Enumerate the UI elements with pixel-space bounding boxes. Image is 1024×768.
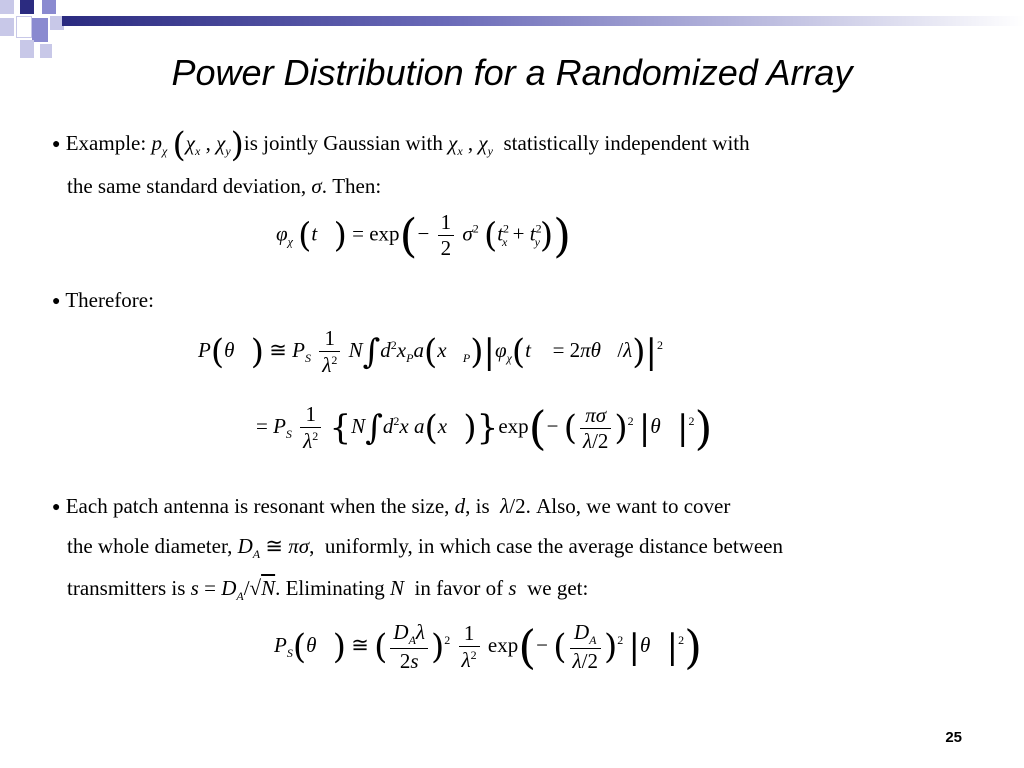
bullet-icon: ●: [52, 500, 61, 516]
bullet-3-line-2: the whole diameter, DA ≅ πσ, uniformly, …: [67, 534, 783, 562]
page-number: 25: [945, 729, 962, 746]
bullet-icon: ●: [52, 137, 61, 152]
bullet-2: ● Therefore:: [52, 288, 154, 312]
bullet-3-line-1: ● Each patch antenna is resonant when th…: [52, 494, 731, 518]
bullet-1-line-1: ● Example: pχ (χx , χy)is jointly Gaussi…: [52, 125, 750, 165]
bullet-1-line-2: the same standard deviation, σ. Then:: [67, 174, 382, 198]
slide-title: Power Distribution for a Randomized Arra…: [171, 52, 853, 93]
bullet-icon: ●: [52, 294, 61, 310]
bullet-3-line-3: transmitters is s = DA/√N. Eliminating N…: [67, 576, 589, 604]
corner-decoration: [0, 0, 80, 62]
header-gradient-bar: [62, 16, 1024, 26]
